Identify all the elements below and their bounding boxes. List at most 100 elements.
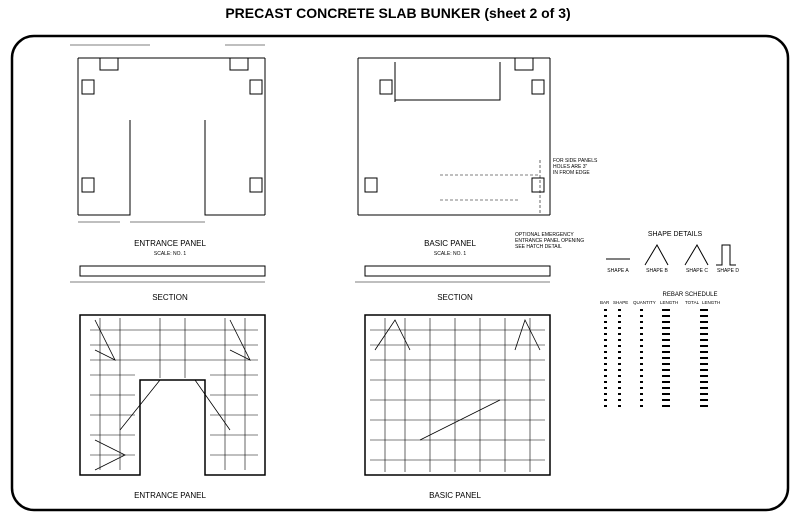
- schedule-mark: [700, 381, 708, 383]
- schedule-mark: [618, 315, 621, 317]
- schedule-mark: [618, 393, 621, 395]
- shape-label: SHAPE C: [686, 268, 708, 274]
- schedule-mark: [604, 381, 607, 383]
- col-header: BAR: [600, 300, 610, 305]
- schedule-mark: [700, 321, 708, 323]
- col-header: SHAPE: [613, 300, 628, 305]
- label: SCALE: NO. 1: [434, 251, 466, 257]
- col-header: LENGTH: [660, 300, 678, 305]
- schedule-mark: [604, 399, 607, 401]
- schedule-mark: [618, 369, 621, 371]
- note-line: OPTIONAL EMERGENCY: [515, 232, 574, 238]
- schedule-mark: [618, 321, 621, 323]
- schedule-mark: [662, 321, 670, 323]
- entrance-panel-rebar: ENTRANCE PANEL: [79, 314, 266, 500]
- label: BASIC PANEL: [424, 239, 476, 248]
- schedule-mark: [604, 393, 607, 395]
- schedule-mark: [700, 309, 708, 311]
- section-2: SECTION: [355, 265, 551, 302]
- schedule-mark: [640, 381, 643, 383]
- schedule-mark: [662, 339, 670, 341]
- schedule-mark: [604, 357, 607, 359]
- schedule-mark: [700, 339, 708, 341]
- schedule-mark: [662, 333, 670, 335]
- note-line: HOLES ARE 3": [553, 164, 588, 170]
- schedule-mark: [640, 357, 643, 359]
- note-line: ENTRANCE PANEL OPENING: [515, 238, 584, 244]
- schedule-mark: [662, 387, 670, 389]
- schedule-mark: [640, 345, 643, 347]
- schedule-mark: [604, 321, 607, 323]
- schedule-mark: [640, 309, 643, 311]
- schedule-mark: [700, 399, 708, 401]
- sheet-border: [10, 34, 790, 512]
- schedule-mark: [662, 351, 670, 353]
- shape-details-title: SHAPE DETAILS: [648, 231, 703, 238]
- basic-panel-plan: BASIC PANEL SCALE: NO. 1 FOR SIDE PANELS…: [357, 57, 598, 257]
- shape-details: SHAPE DETAILS SHAPE A SHAPE B SHAPE C SH…: [606, 231, 739, 274]
- schedule-mark: [618, 357, 621, 359]
- col-header: TOTAL: [685, 300, 700, 305]
- rebar-schedule: REBAR SCHEDULE BAR SHAPE QUANTITY LENGTH…: [600, 292, 720, 407]
- col-header: QUANTITY: [633, 300, 656, 305]
- schedule-mark: [640, 405, 643, 407]
- label: SECTION: [152, 293, 188, 302]
- schedule-mark: [618, 339, 621, 341]
- col-header: LENGTH: [702, 300, 720, 305]
- schedule-mark: [604, 327, 607, 329]
- schedule-mark: [700, 387, 708, 389]
- schedule-mark: [604, 363, 607, 365]
- schedule-mark: [700, 405, 708, 407]
- schedule-mark: [618, 387, 621, 389]
- schedule-mark: [618, 345, 621, 347]
- schedule-mark: [604, 369, 607, 371]
- label: BASIC PANEL: [429, 491, 481, 500]
- note-line: SEE HATCH DETAIL: [515, 244, 562, 250]
- schedule-mark: [640, 375, 643, 377]
- schedule-mark: [662, 345, 670, 347]
- schedule-mark: [700, 375, 708, 377]
- schedule-mark: [640, 327, 643, 329]
- schedule-mark: [640, 393, 643, 395]
- schedule-mark: [618, 309, 621, 311]
- schedule-mark: [618, 381, 621, 383]
- label: SECTION: [437, 293, 473, 302]
- schedule-mark: [640, 351, 643, 353]
- schedule-mark: [618, 375, 621, 377]
- schedule-mark: [640, 399, 643, 401]
- schedule-mark: [700, 333, 708, 335]
- schedule-mark: [604, 387, 607, 389]
- schedule-mark: [662, 309, 670, 311]
- schedule-mark: [618, 405, 621, 407]
- shape-label: SHAPE B: [646, 268, 668, 274]
- label: ENTRANCE PANEL: [134, 239, 206, 248]
- schedule-mark: [662, 363, 670, 365]
- schedule-mark: [604, 345, 607, 347]
- schedule-mark: [618, 363, 621, 365]
- schedule-mark: [604, 315, 607, 317]
- shape-label: SHAPE D: [717, 268, 739, 274]
- shape-label: SHAPE A: [607, 268, 629, 274]
- schedule-mark: [700, 369, 708, 371]
- schedule-mark: [618, 351, 621, 353]
- schedule-mark: [604, 309, 607, 311]
- schedule-mark: [640, 333, 643, 335]
- schedule-mark: [662, 405, 670, 407]
- schedule-mark: [604, 333, 607, 335]
- schedule-mark: [662, 357, 670, 359]
- basic-panel-rebar: BASIC PANEL: [364, 314, 551, 500]
- schedule-mark: [662, 369, 670, 371]
- schedule-title: REBAR SCHEDULE: [662, 292, 717, 298]
- schedule-mark: [604, 339, 607, 341]
- schedule-mark: [662, 393, 670, 395]
- schedule-mark: [640, 321, 643, 323]
- schedule-mark: [640, 369, 643, 371]
- sheet-title: PRECAST CONCRETE SLAB BUNKER (sheet 2 of…: [225, 5, 571, 21]
- note-line: FOR SIDE PANELS: [553, 158, 598, 164]
- schedule-mark: [700, 357, 708, 359]
- label: SCALE: NO. 1: [154, 251, 186, 257]
- entrance-panel-plan: ENTRANCE PANEL SCALE: NO. 1: [70, 44, 266, 257]
- schedule-mark: [618, 333, 621, 335]
- schedule-mark: [640, 363, 643, 365]
- schedule-mark: [700, 315, 708, 317]
